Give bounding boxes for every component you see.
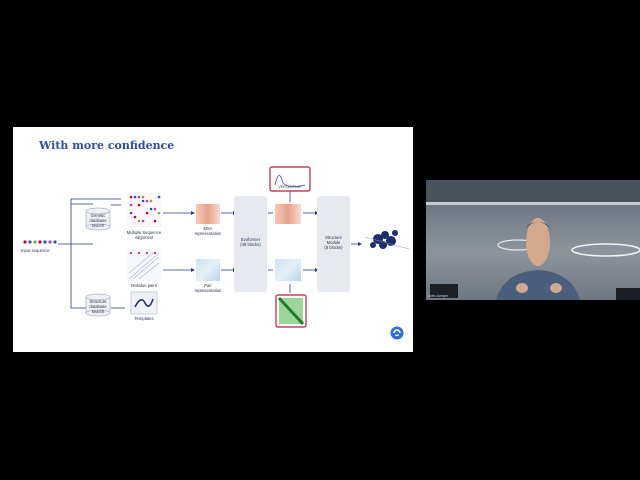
input-sequence-label: Input sequence [21,248,50,253]
deepmind-logo-icon [390,326,404,340]
alphafold-pipeline-diagram [13,127,413,352]
structure-db-label: Structure database search [86,299,110,314]
confidence-sequence-label: VEFSKDPLAF [270,185,310,190]
pair-representation-label: Pair representation [189,283,227,293]
msa-heatmap [196,204,220,224]
pair-heatmap [196,259,220,281]
presentation-slide: With more confidence [13,127,413,352]
genetic-db-label: Genetic database search [86,213,110,228]
msa-alignment-label: Multiple Sequence Alignment [117,230,171,240]
webcam-video-scene [426,180,640,300]
webcam-tile[interactable]: John Jumper [426,180,640,300]
structure-module-label: Structure Module (8 blocks) [317,235,350,250]
evoformer-label: Evoformer (48 blocks) [234,237,267,247]
pair-heatmap-output [275,259,301,281]
msa-heatmap-output [275,204,301,224]
participant-name: John Jumper [428,294,448,298]
templates-label: Templates [127,316,161,321]
msa-representation-label: MSA representation [189,226,227,236]
residue-pairs-label: Residue pairs [127,283,161,288]
